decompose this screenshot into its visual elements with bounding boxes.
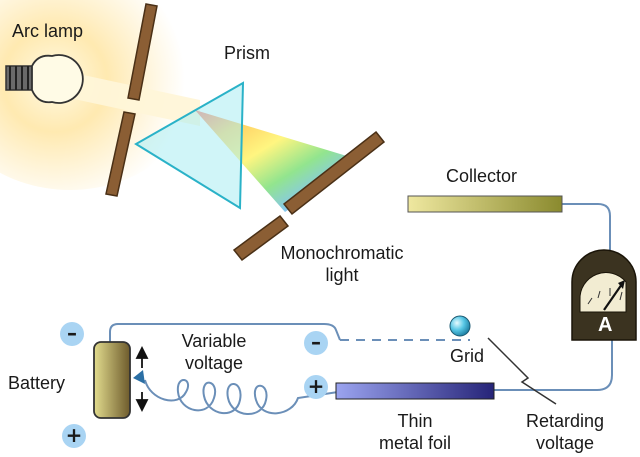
collector-label: Collector (446, 166, 518, 186)
entrance-slit (105, 3, 158, 197)
arc-lamp-label: Arc lamp (12, 21, 84, 41)
variable-voltage-arrows-icon (135, 345, 149, 413)
battery-plus-sign: + (62, 424, 86, 448)
grid-label: Grid (450, 346, 485, 366)
battery-body (93, 341, 131, 419)
battery-minus-sign: – (60, 322, 84, 346)
grid-minus-sign: – (304, 331, 328, 355)
variable-voltage-line1: Variable (181, 331, 247, 351)
thin-metal-foil-line1: Thin (397, 411, 433, 431)
variable-voltage-line2: voltage (184, 353, 244, 373)
grid-ball (449, 315, 471, 337)
prism-label: Prism (224, 43, 270, 63)
coil-arrow-icon (133, 370, 145, 384)
circuit-wires (109, 203, 613, 415)
collector-plate (407, 195, 563, 213)
metal-foil (335, 382, 495, 400)
prism (134, 81, 245, 210)
retarding-voltage-line2: voltage (535, 433, 595, 453)
battery-label: Battery (8, 373, 66, 393)
monochromatic-label-line2: light (325, 265, 359, 285)
variable-voltage-label: Variable voltage (164, 330, 264, 374)
arc-lamp-icon (5, 54, 84, 104)
ammeter-icon (571, 249, 637, 341)
exit-slit (232, 130, 386, 262)
retarding-pointer (487, 337, 557, 405)
thin-metal-foil-label: Thin metal foil (350, 410, 480, 454)
retarding-voltage-line1: Retarding (525, 411, 605, 431)
foil-plus-sign: + (304, 375, 328, 399)
retarding-voltage-label: Retarding voltage (510, 410, 620, 454)
monochromatic-label-line1: Monochromatic (280, 243, 404, 263)
monochromatic-label: Monochromatic light (272, 242, 412, 286)
thin-metal-foil-line2: metal foil (378, 433, 452, 453)
ammeter-label: A (598, 314, 613, 336)
